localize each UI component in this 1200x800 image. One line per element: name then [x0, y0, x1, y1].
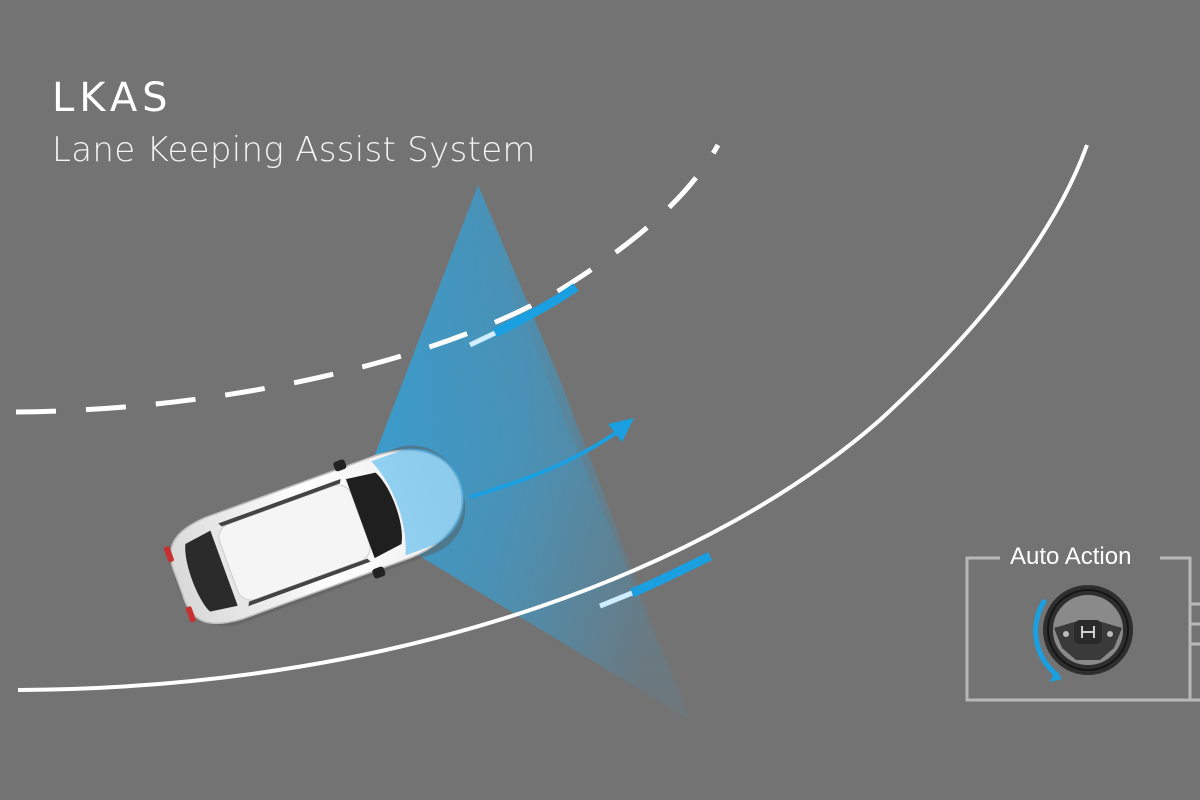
title-acronym: LKAS — [52, 75, 173, 121]
dashed-lane-line — [15, 143, 721, 415]
outer-lane-line — [17, 144, 1089, 692]
steering-wheel-icon — [1043, 585, 1133, 675]
detected-segment-dashed — [492, 283, 579, 338]
title-full-name: Lane Keeping Assist System — [52, 130, 536, 170]
sensor-beam — [352, 185, 690, 720]
steer-direction-arrow-icon — [469, 418, 634, 499]
honda-logo-icon — [1081, 626, 1095, 638]
auto-action-label: Auto Action — [1006, 543, 1136, 571]
title-block: LKAS Lane Keeping Assist System — [52, 74, 536, 172]
steering-turn-indicator — [1033, 598, 1062, 682]
detected-segment-dashed-tail — [468, 330, 497, 348]
auto-action-panel — [965, 556, 1200, 702]
car-icon — [163, 445, 466, 627]
detected-segment-outer-tail — [599, 590, 633, 609]
detected-segment-outer — [630, 551, 713, 598]
